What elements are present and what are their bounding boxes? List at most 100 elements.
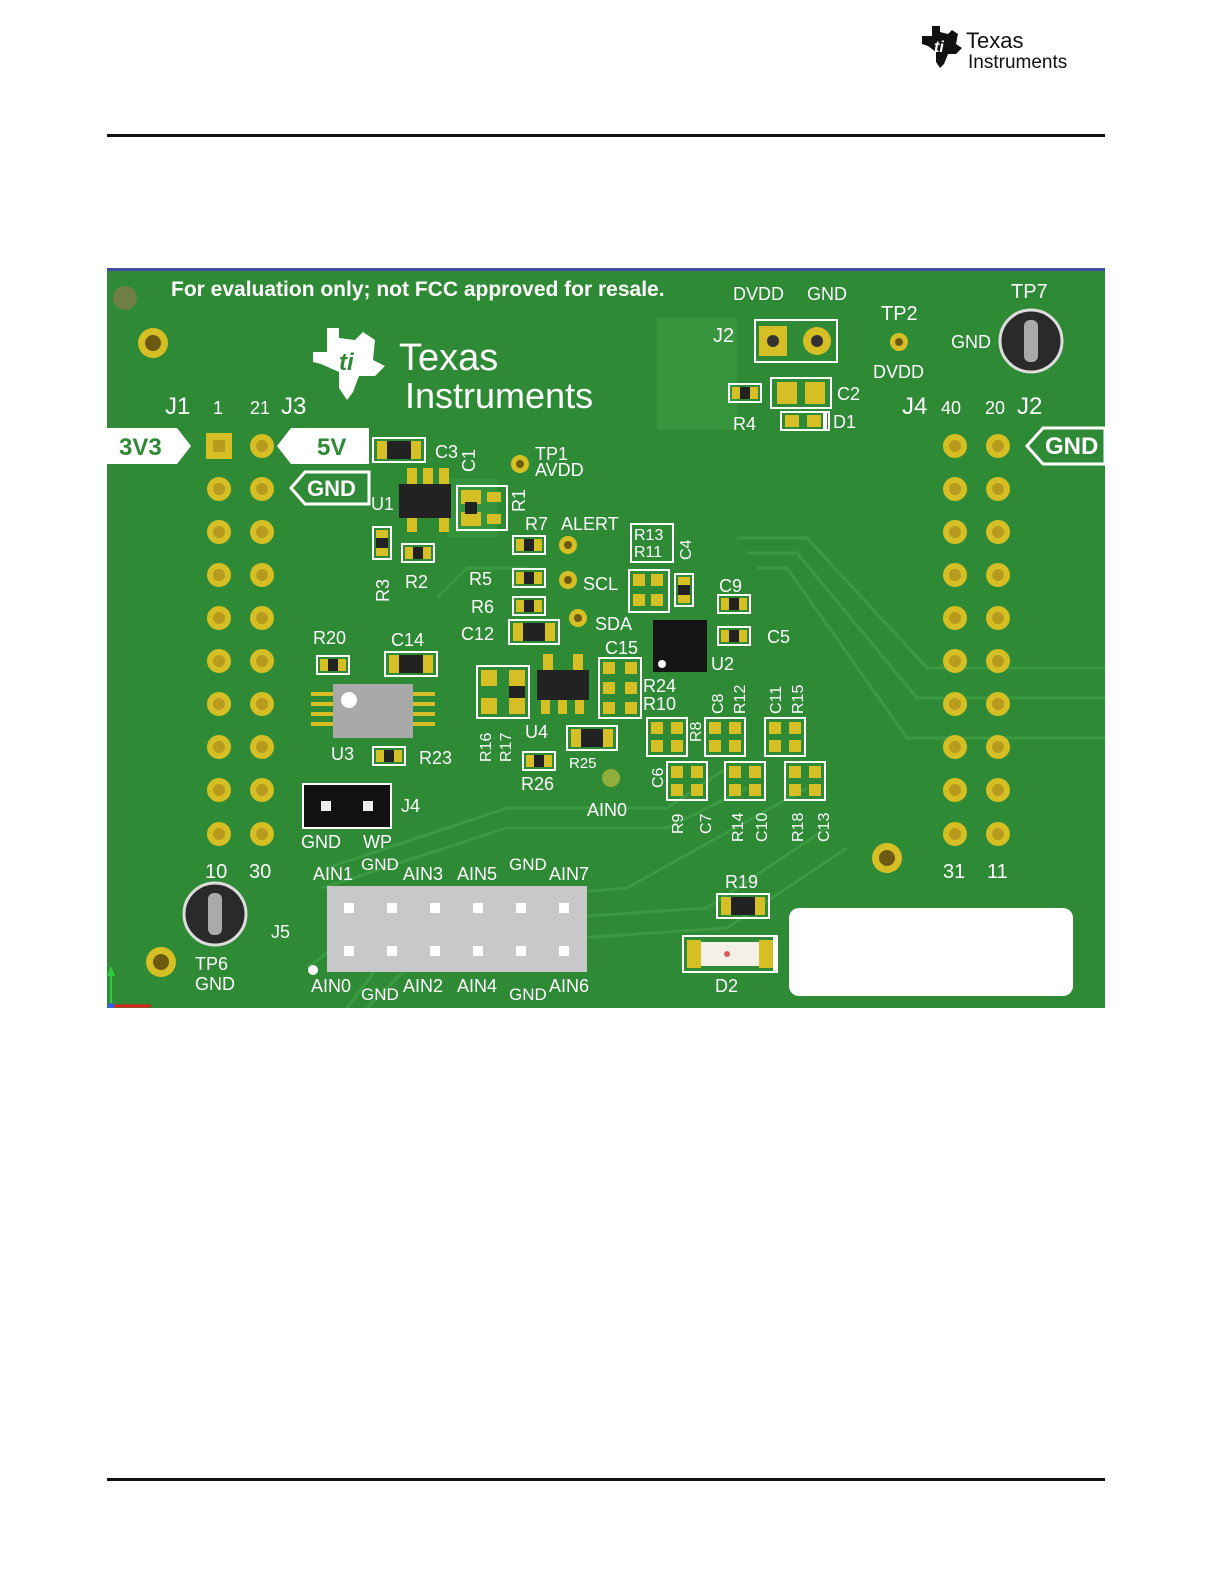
r8-label: R8: [688, 721, 705, 742]
c12-part: [508, 619, 560, 645]
alert-label: ALERT: [561, 514, 619, 534]
r1-part: [456, 485, 508, 531]
j5-bottom-label-1: GND: [361, 985, 399, 1004]
sda-label: SDA: [595, 614, 632, 634]
j1-header[interactable]: [206, 433, 232, 846]
tp7-net: GND: [951, 332, 991, 352]
r19-label: R19: [725, 872, 758, 892]
c8-label: C8: [710, 693, 727, 714]
tag-3v3: 3V3: [107, 428, 191, 464]
u1-label: U1: [371, 494, 394, 514]
c3-part: [372, 437, 426, 463]
j2-small-header[interactable]: [754, 319, 838, 363]
d2-label: D2: [715, 976, 738, 996]
silk-ti-logo: ti Texas Instruments: [313, 328, 593, 416]
j3-label: J3: [281, 393, 306, 420]
j5-bottom-label-4: GND: [509, 985, 547, 1004]
tp6-loop[interactable]: [182, 881, 248, 947]
r10-label: R10: [643, 694, 676, 714]
j2-dvdd-label: DVDD: [733, 284, 784, 304]
r9-label: R9: [670, 813, 687, 834]
pin11-label: 11: [987, 861, 1008, 883]
r25-part: [566, 725, 618, 751]
r14-label: R14: [730, 813, 747, 842]
d2-led: [682, 935, 778, 973]
tp6-label: TP6: [195, 954, 228, 974]
tp7-loop[interactable]: [998, 308, 1064, 374]
c11-label: C11: [768, 686, 785, 714]
svg-text:Instruments: Instruments: [405, 375, 593, 416]
c15-label: C15: [605, 638, 638, 658]
c2-label: C2: [837, 384, 860, 404]
j5-label: J5: [271, 922, 290, 942]
j4-jumper-label: J4: [401, 796, 420, 816]
svg-text:ti: ti: [934, 39, 944, 56]
tp1-label: TP1: [535, 444, 568, 464]
j1-label: J1: [165, 393, 190, 420]
j2-small-label: J2: [713, 325, 734, 347]
u1-chip: [399, 468, 451, 532]
c6-label: C6: [650, 767, 667, 788]
j5-bottom-label-3: AIN4: [457, 976, 497, 996]
j5-top-label-5: AIN7: [549, 864, 589, 884]
j5-top-label-4: GND: [509, 855, 547, 874]
r4-label: R4: [733, 414, 756, 434]
tp1-net: AVDD: [535, 460, 584, 480]
pin40-label: 40: [941, 398, 961, 418]
tag-5v: 5V: [277, 428, 369, 464]
pin31-label: 31: [943, 861, 965, 883]
svg-text:ti: ti: [339, 349, 355, 376]
d1-part: [780, 411, 830, 431]
pin20-label: 20: [985, 398, 1005, 418]
j5-top-labels: AIN1 GND AIN3 AIN5 GND AIN7: [313, 855, 589, 884]
logo-texas: Texas: [966, 28, 1023, 53]
r1-label: R1: [509, 489, 529, 512]
u3-label: U3: [331, 744, 354, 764]
r25-label: R25: [569, 755, 597, 772]
u4-label: U4: [525, 722, 548, 742]
d1-label: D1: [833, 412, 856, 432]
svg-text:GND: GND: [307, 476, 356, 501]
svg-text:3V3: 3V3: [119, 434, 162, 461]
r23-label: R23: [419, 748, 452, 768]
j5-top-label-0: AIN1: [313, 864, 353, 884]
c10-label: C10: [754, 813, 771, 842]
r6-label: R6: [471, 597, 494, 617]
pcb-top-view: For evaluation only; not FCC approved fo…: [107, 268, 1105, 1008]
logo-instruments: Instruments: [968, 52, 1067, 73]
c7-label: C7: [698, 813, 715, 834]
j5-top-label-1: GND: [361, 855, 399, 874]
svg-text:5V: 5V: [317, 434, 346, 461]
tp2-net: DVDD: [873, 362, 924, 382]
j5-bottom-label-2: AIN2: [403, 976, 443, 996]
j5-header[interactable]: [327, 886, 587, 972]
r7-label: R7: [525, 514, 548, 534]
c15-r24-r10-parts: [598, 657, 642, 719]
r2-label: R2: [405, 572, 428, 592]
r19-part: [716, 893, 770, 919]
r16-label: R16: [478, 733, 495, 762]
r11-label: R11: [634, 544, 662, 561]
r18-label: R18: [790, 813, 807, 842]
filter-network: [646, 717, 826, 801]
c9-label: C9: [719, 576, 742, 596]
j5-top-label-2: AIN3: [403, 864, 443, 884]
ain0-testpoint[interactable]: [602, 769, 620, 787]
c14-label: C14: [391, 630, 424, 650]
r26-label: R26: [521, 774, 554, 794]
c3-label: C3: [435, 442, 458, 462]
c13-label: C13: [816, 813, 833, 842]
svg-text:GND: GND: [1045, 433, 1098, 460]
j4-jumper[interactable]: [302, 783, 392, 829]
tp6-net: GND: [195, 974, 235, 994]
j5-bottom-labels: AIN0 GND AIN2 AIN4 GND AIN6: [311, 976, 589, 1004]
r13-r11-parts: [628, 569, 670, 613]
pcb-board: [107, 268, 1105, 1008]
tp7-label: TP7: [1011, 281, 1048, 303]
r24-label: R24: [643, 676, 676, 696]
pin30-label: 30: [249, 861, 271, 883]
c5-label: C5: [767, 627, 790, 647]
r16-r17-parts: [476, 665, 530, 719]
c14-part: [384, 651, 438, 677]
tp2-label: TP2: [881, 303, 918, 325]
